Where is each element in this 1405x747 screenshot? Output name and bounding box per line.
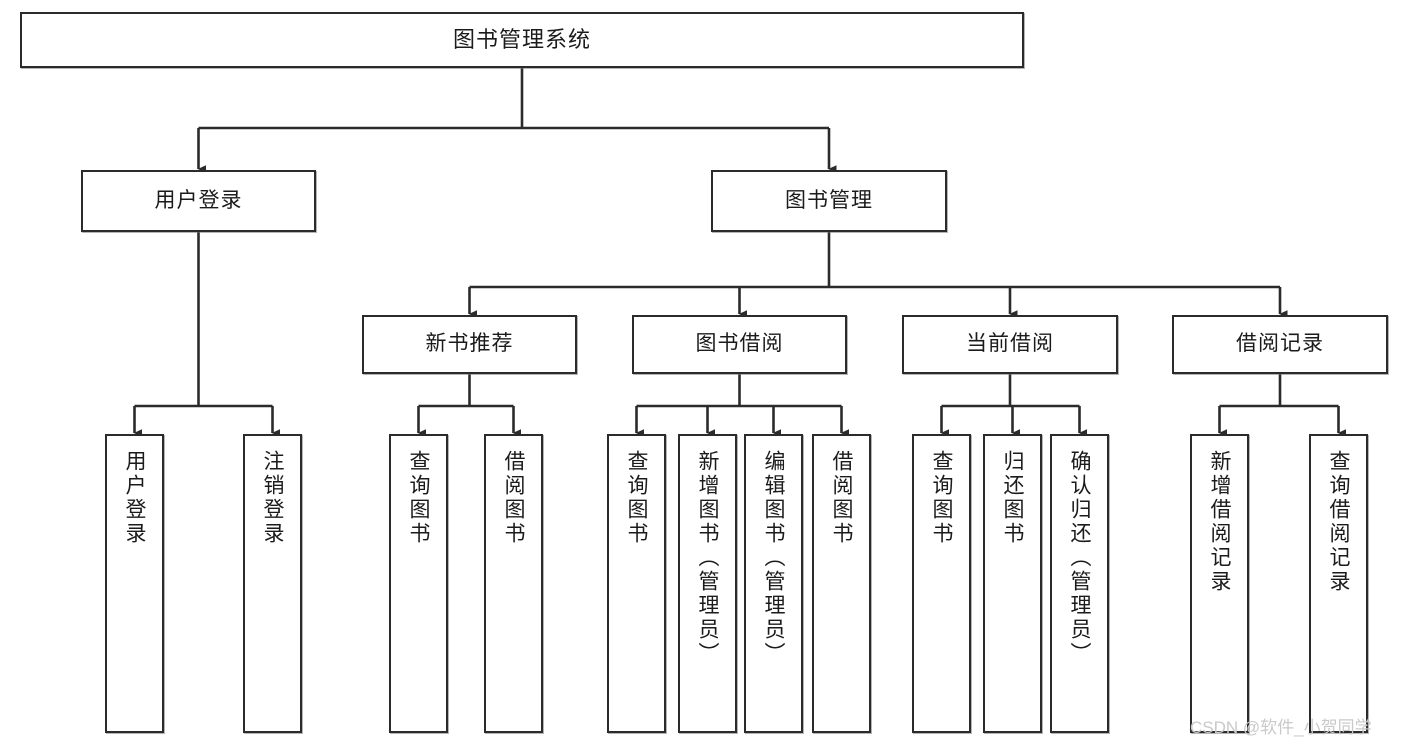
node-label: 查询图书 bbox=[930, 450, 953, 546]
node-leaf-user-logout[interactable]: 注销登录 bbox=[243, 434, 302, 733]
node-leaf-query-borrow-record[interactable]: 查询借阅记录 bbox=[1309, 434, 1368, 733]
node-label: 查询图书 bbox=[625, 450, 648, 546]
node-label: 新书推荐 bbox=[425, 332, 514, 356]
node-label: 当前借阅 bbox=[966, 332, 1054, 356]
node-book-manage[interactable]: 图书管理 bbox=[711, 170, 947, 232]
node-label: 注销登录 bbox=[261, 450, 284, 546]
node-label: 借阅图书 bbox=[502, 450, 525, 546]
node-root-book-management-system[interactable]: 图书管理系统 bbox=[20, 12, 1024, 68]
node-leaf-add-book[interactable]: 新增图书（管理员） bbox=[678, 434, 737, 733]
node-label: 图书管理 bbox=[785, 188, 873, 212]
node-label: 图书管理系统 bbox=[452, 27, 591, 53]
node-new-book-recommend[interactable]: 新书推荐 bbox=[362, 315, 577, 374]
node-label: 图书借阅 bbox=[695, 332, 784, 356]
node-label: 新增图书（管理员） bbox=[696, 450, 719, 666]
node-label: 查询借阅记录 bbox=[1327, 450, 1350, 594]
node-leaf-add-borrow-record[interactable]: 新增借阅记录 bbox=[1190, 434, 1249, 733]
node-leaf-query-book-current[interactable]: 查询图书 bbox=[912, 434, 971, 733]
node-leaf-query-book-recommend[interactable]: 查询图书 bbox=[389, 434, 448, 733]
node-leaf-confirm-return[interactable]: 确认归还（管理员） bbox=[1050, 434, 1109, 733]
node-borrow-record[interactable]: 借阅记录 bbox=[1172, 315, 1388, 374]
watermark-label: CSDN @软件_小贺同学 bbox=[1190, 718, 1372, 737]
node-label: 新增借阅记录 bbox=[1208, 450, 1231, 594]
node-leaf-query-book-borrow[interactable]: 查询图书 bbox=[607, 434, 666, 733]
node-user-login[interactable]: 用户登录 bbox=[81, 170, 316, 232]
node-book-borrow[interactable]: 图书借阅 bbox=[632, 315, 847, 374]
node-label: 用户登录 bbox=[154, 188, 243, 212]
node-leaf-borrow-book-recommend[interactable]: 借阅图书 bbox=[484, 434, 543, 733]
node-label: 用户登录 bbox=[123, 450, 146, 546]
node-label: 编辑图书（管理员） bbox=[762, 450, 785, 666]
node-label: 借阅记录 bbox=[1236, 332, 1324, 356]
node-leaf-edit-book[interactable]: 编辑图书（管理员） bbox=[744, 434, 803, 733]
node-leaf-borrow-book[interactable]: 借阅图书 bbox=[812, 434, 871, 733]
node-leaf-user-login[interactable]: 用户登录 bbox=[105, 434, 164, 733]
node-label: 查询图书 bbox=[407, 450, 430, 546]
node-label: 归还图书 bbox=[1001, 450, 1024, 546]
node-label: 借阅图书 bbox=[830, 450, 853, 546]
node-current-borrow[interactable]: 当前借阅 bbox=[902, 315, 1118, 374]
node-label: 确认归还（管理员） bbox=[1068, 450, 1091, 666]
node-leaf-return-book[interactable]: 归还图书 bbox=[983, 434, 1042, 733]
